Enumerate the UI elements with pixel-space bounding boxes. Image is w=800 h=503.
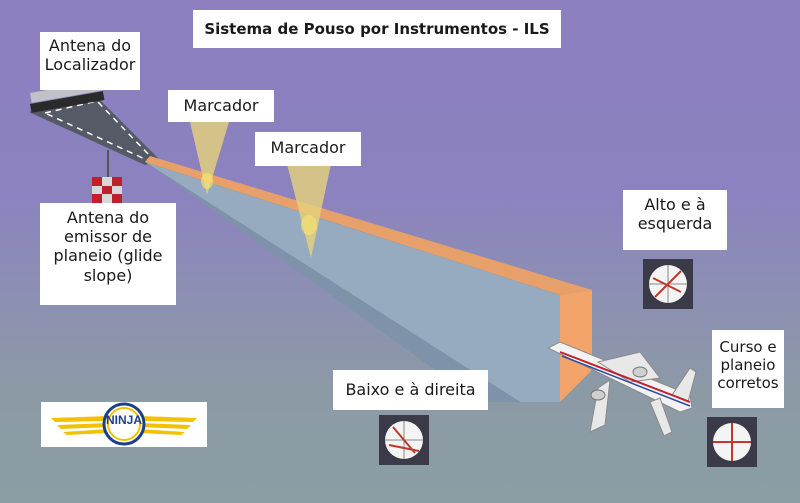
glide-slope-antenna-icon — [92, 150, 122, 203]
beam-end — [560, 290, 592, 402]
glide-slope-antenna-label: Antena do emissor de planeio (glide slop… — [40, 203, 176, 305]
marker-beacon-icon — [190, 122, 229, 195]
marker-label-2: Marcador — [255, 132, 361, 166]
beam-side-face — [145, 162, 560, 402]
ninja-logo: NINJA — [41, 402, 207, 447]
ils-indicator-icon — [643, 259, 693, 309]
beam-top-face — [145, 156, 592, 295]
ils-indicator-icon — [707, 417, 757, 467]
page-title: Sistema de Pouso por Instrumentos - ILS — [193, 10, 561, 48]
logo-text: NINJA — [106, 413, 143, 427]
high-left-label: Alto e à esquerda — [623, 190, 727, 250]
on-course-label: Curso e planeio corretos — [712, 330, 784, 408]
airplane-icon — [546, 341, 697, 437]
runway — [29, 98, 160, 165]
ils-indicator-icon — [379, 415, 429, 465]
localizer-antenna-label: Antena do Localizador — [40, 32, 140, 90]
low-right-label: Baixo e à direita — [333, 370, 488, 410]
marker-beacon-icon — [287, 164, 331, 258]
marker-label-1: Marcador — [168, 90, 274, 122]
